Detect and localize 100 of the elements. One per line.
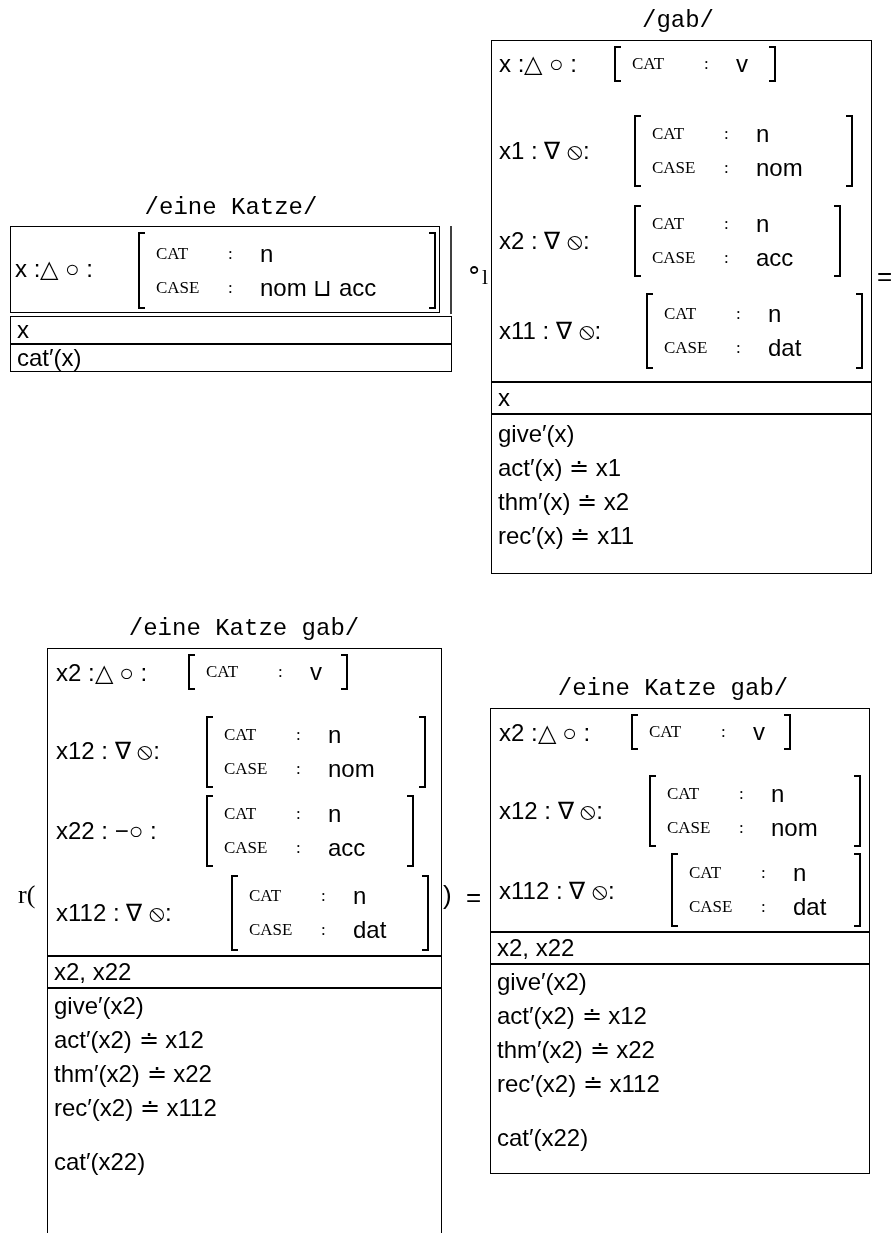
colon: : [228, 242, 233, 265]
colon: : [761, 896, 766, 918]
referent-label: x2, x22 [497, 934, 575, 962]
condition-text: cat′(x22) [54, 1148, 146, 1176]
condition-text: thm′(x2) ≐ x22 [54, 1060, 212, 1088]
feature-value: n [260, 239, 274, 268]
feature-value: nom [328, 755, 375, 783]
feature-value: acc [756, 244, 794, 272]
colon: : [296, 837, 301, 859]
attribute-value-matrix [634, 205, 841, 277]
referent-label: x12 : ∇ ⦸: [56, 737, 161, 765]
colon: : [278, 661, 283, 683]
referent-label: x :△ ○ : [499, 50, 577, 78]
attribute-value-matrix [671, 853, 861, 927]
condition-text: give′(x2) [497, 968, 587, 996]
colon: : [724, 157, 729, 179]
feature-name: CASE [652, 247, 696, 269]
attribute-value-matrix [138, 232, 436, 309]
feature-name: CASE [652, 157, 696, 179]
feature-value: dat [768, 334, 802, 362]
feature-value: v [753, 718, 765, 746]
feature-name: CAT [206, 661, 239, 683]
feature-value: n [793, 859, 807, 887]
condition-text: thm′(x2) ≐ x22 [497, 1036, 655, 1064]
phonological-form: /eine Katze gab/ [557, 675, 789, 703]
feature-name: CASE [664, 337, 708, 359]
colon: : [321, 885, 326, 907]
feature-name: CAT [156, 242, 189, 265]
equals-sign: = [877, 261, 892, 291]
colon: : [739, 817, 744, 839]
referent-label: x2 : ∇ ⦸: [499, 227, 590, 255]
function-label: r( [18, 880, 36, 910]
condition-text: give′(x) [498, 420, 575, 448]
attribute-value-matrix [188, 654, 348, 690]
colon: : [321, 919, 326, 941]
composition-operator: ∘$_{l}$ [466, 255, 489, 292]
feature-name: CAT [249, 885, 282, 907]
equals-sign: = [466, 882, 482, 912]
condition-text: rec′(x2) ≐ x112 [54, 1094, 217, 1122]
feature-name: CAT [649, 721, 682, 743]
feature-value: n [353, 882, 367, 910]
condition-box [47, 988, 442, 1233]
referent-label: x112 : ∇ ⦸: [499, 877, 615, 905]
feature-name: CAT [664, 303, 697, 325]
feature-name: CASE [689, 896, 733, 918]
referent-label: x112 : ∇ ⦸: [56, 899, 172, 927]
condition-text: give′(x2) [54, 992, 144, 1020]
feature-name: CASE [249, 919, 293, 941]
condition-text: act′(x2) ≐ x12 [497, 1002, 647, 1030]
referent-label: x2 :△ ○ : [499, 719, 591, 747]
attribute-value-matrix [206, 716, 426, 788]
feature-value: acc [328, 834, 366, 862]
feature-name: CAT [689, 862, 722, 884]
attribute-value-matrix [634, 115, 853, 187]
referent-label: x22 : −○ : [56, 817, 157, 845]
condition-text: act′(x) ≐ x1 [498, 454, 622, 482]
condition-text: rec′(x) ≐ x11 [498, 522, 635, 550]
colon: : [724, 123, 729, 145]
feature-value: nom [756, 154, 803, 182]
feature-value: n [771, 780, 785, 808]
colon: : [296, 803, 301, 825]
condition-box [490, 964, 870, 1174]
colon: : [736, 337, 741, 359]
phonological-form: /eine Katze gab/ [128, 615, 360, 643]
colon: : [724, 247, 729, 269]
condition-text: rec′(x2) ≐ x112 [497, 1070, 660, 1098]
feature-name: CAT [224, 724, 257, 746]
colon: : [761, 862, 766, 884]
feature-value: v [736, 50, 748, 78]
referent-label: x11 : ∇ ⦸: [499, 317, 602, 345]
feature-name: CAT [652, 213, 685, 235]
attribute-value-matrix [614, 46, 776, 82]
colon: : [296, 724, 301, 746]
feature-value: dat [353, 916, 387, 944]
referent-label: x [498, 384, 510, 412]
attribute-value-matrix [206, 795, 414, 867]
feature-name: CAT [667, 783, 700, 805]
closing-parenthesis: ) [443, 880, 452, 910]
referent-label: x :△ ○ : [15, 255, 93, 283]
feature-value: v [310, 658, 322, 686]
colon: : [721, 721, 726, 743]
feature-name: CASE [224, 758, 268, 780]
attribute-value-matrix [649, 775, 861, 847]
colon: : [736, 303, 741, 325]
feature-value: n [756, 120, 770, 148]
feature-value: nom [771, 814, 818, 842]
referent-label: x2 :△ ○ : [56, 659, 148, 687]
referent-label: x1 : ∇ ⦸: [499, 137, 590, 165]
referent-box [491, 382, 872, 414]
feature-value: dat [793, 893, 827, 921]
colon: : [296, 758, 301, 780]
condition-box [10, 344, 452, 372]
feature-name: CAT [224, 803, 257, 825]
feature-name: CAT [632, 53, 665, 75]
feature-name: CASE [667, 817, 711, 839]
attribute-value-matrix [646, 293, 863, 369]
condition-text: cat′(x22) [497, 1124, 589, 1152]
referent-box [10, 316, 452, 344]
feature-value: nom ⊔ acc [260, 273, 377, 302]
colon: : [739, 783, 744, 805]
